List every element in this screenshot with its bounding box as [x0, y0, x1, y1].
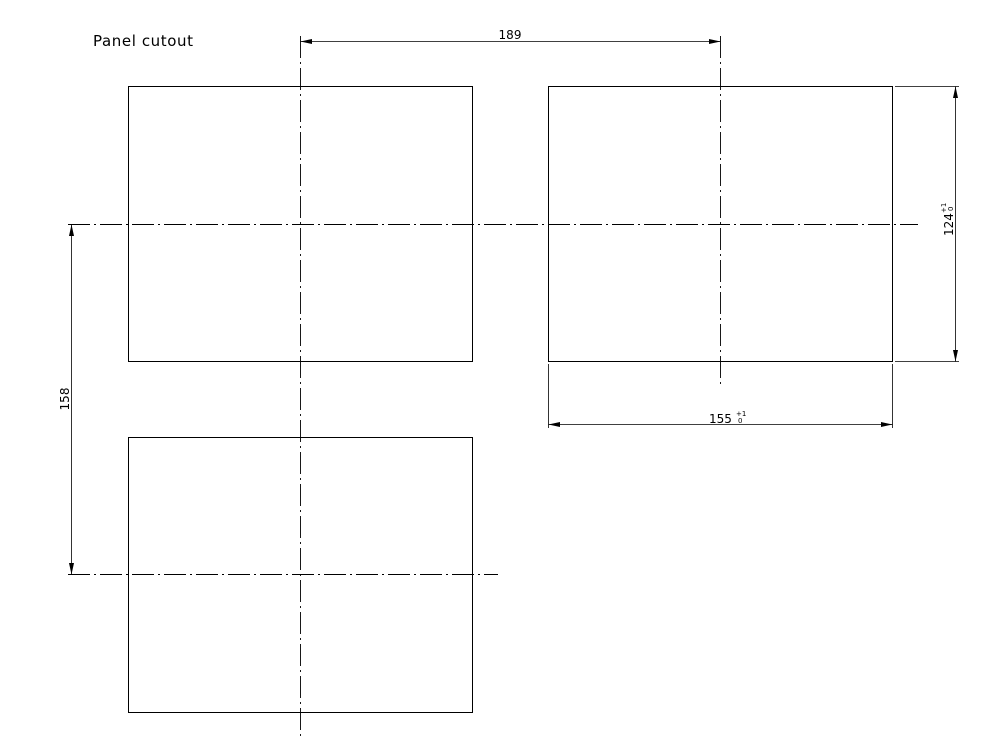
dimension-cutout-height: 124 +1 0: [895, 86, 959, 362]
dimension-vertical-pitch: 158: [58, 224, 74, 575]
dimension-cutout-height-label: 124: [942, 213, 956, 236]
dimension-cutout-width-tol-minus: 0: [738, 417, 742, 425]
dimension-cutout-width-tol-plus: +1: [736, 410, 746, 418]
dimension-cutout-height-tol-plus: +1: [940, 203, 948, 213]
dimension-horizontal-pitch: 189: [300, 28, 721, 44]
dimension-cutout-width: 155 +1 0: [548, 364, 893, 428]
dimension-cutout-width-label: 155: [709, 412, 732, 426]
dimension-cutout-height-tol-minus: 0: [947, 207, 955, 211]
dimension-horizontal-pitch-label: 189: [499, 28, 522, 42]
dimension-vertical-pitch-label: 158: [58, 388, 72, 411]
drawing-title: Panel cutout: [93, 32, 194, 50]
